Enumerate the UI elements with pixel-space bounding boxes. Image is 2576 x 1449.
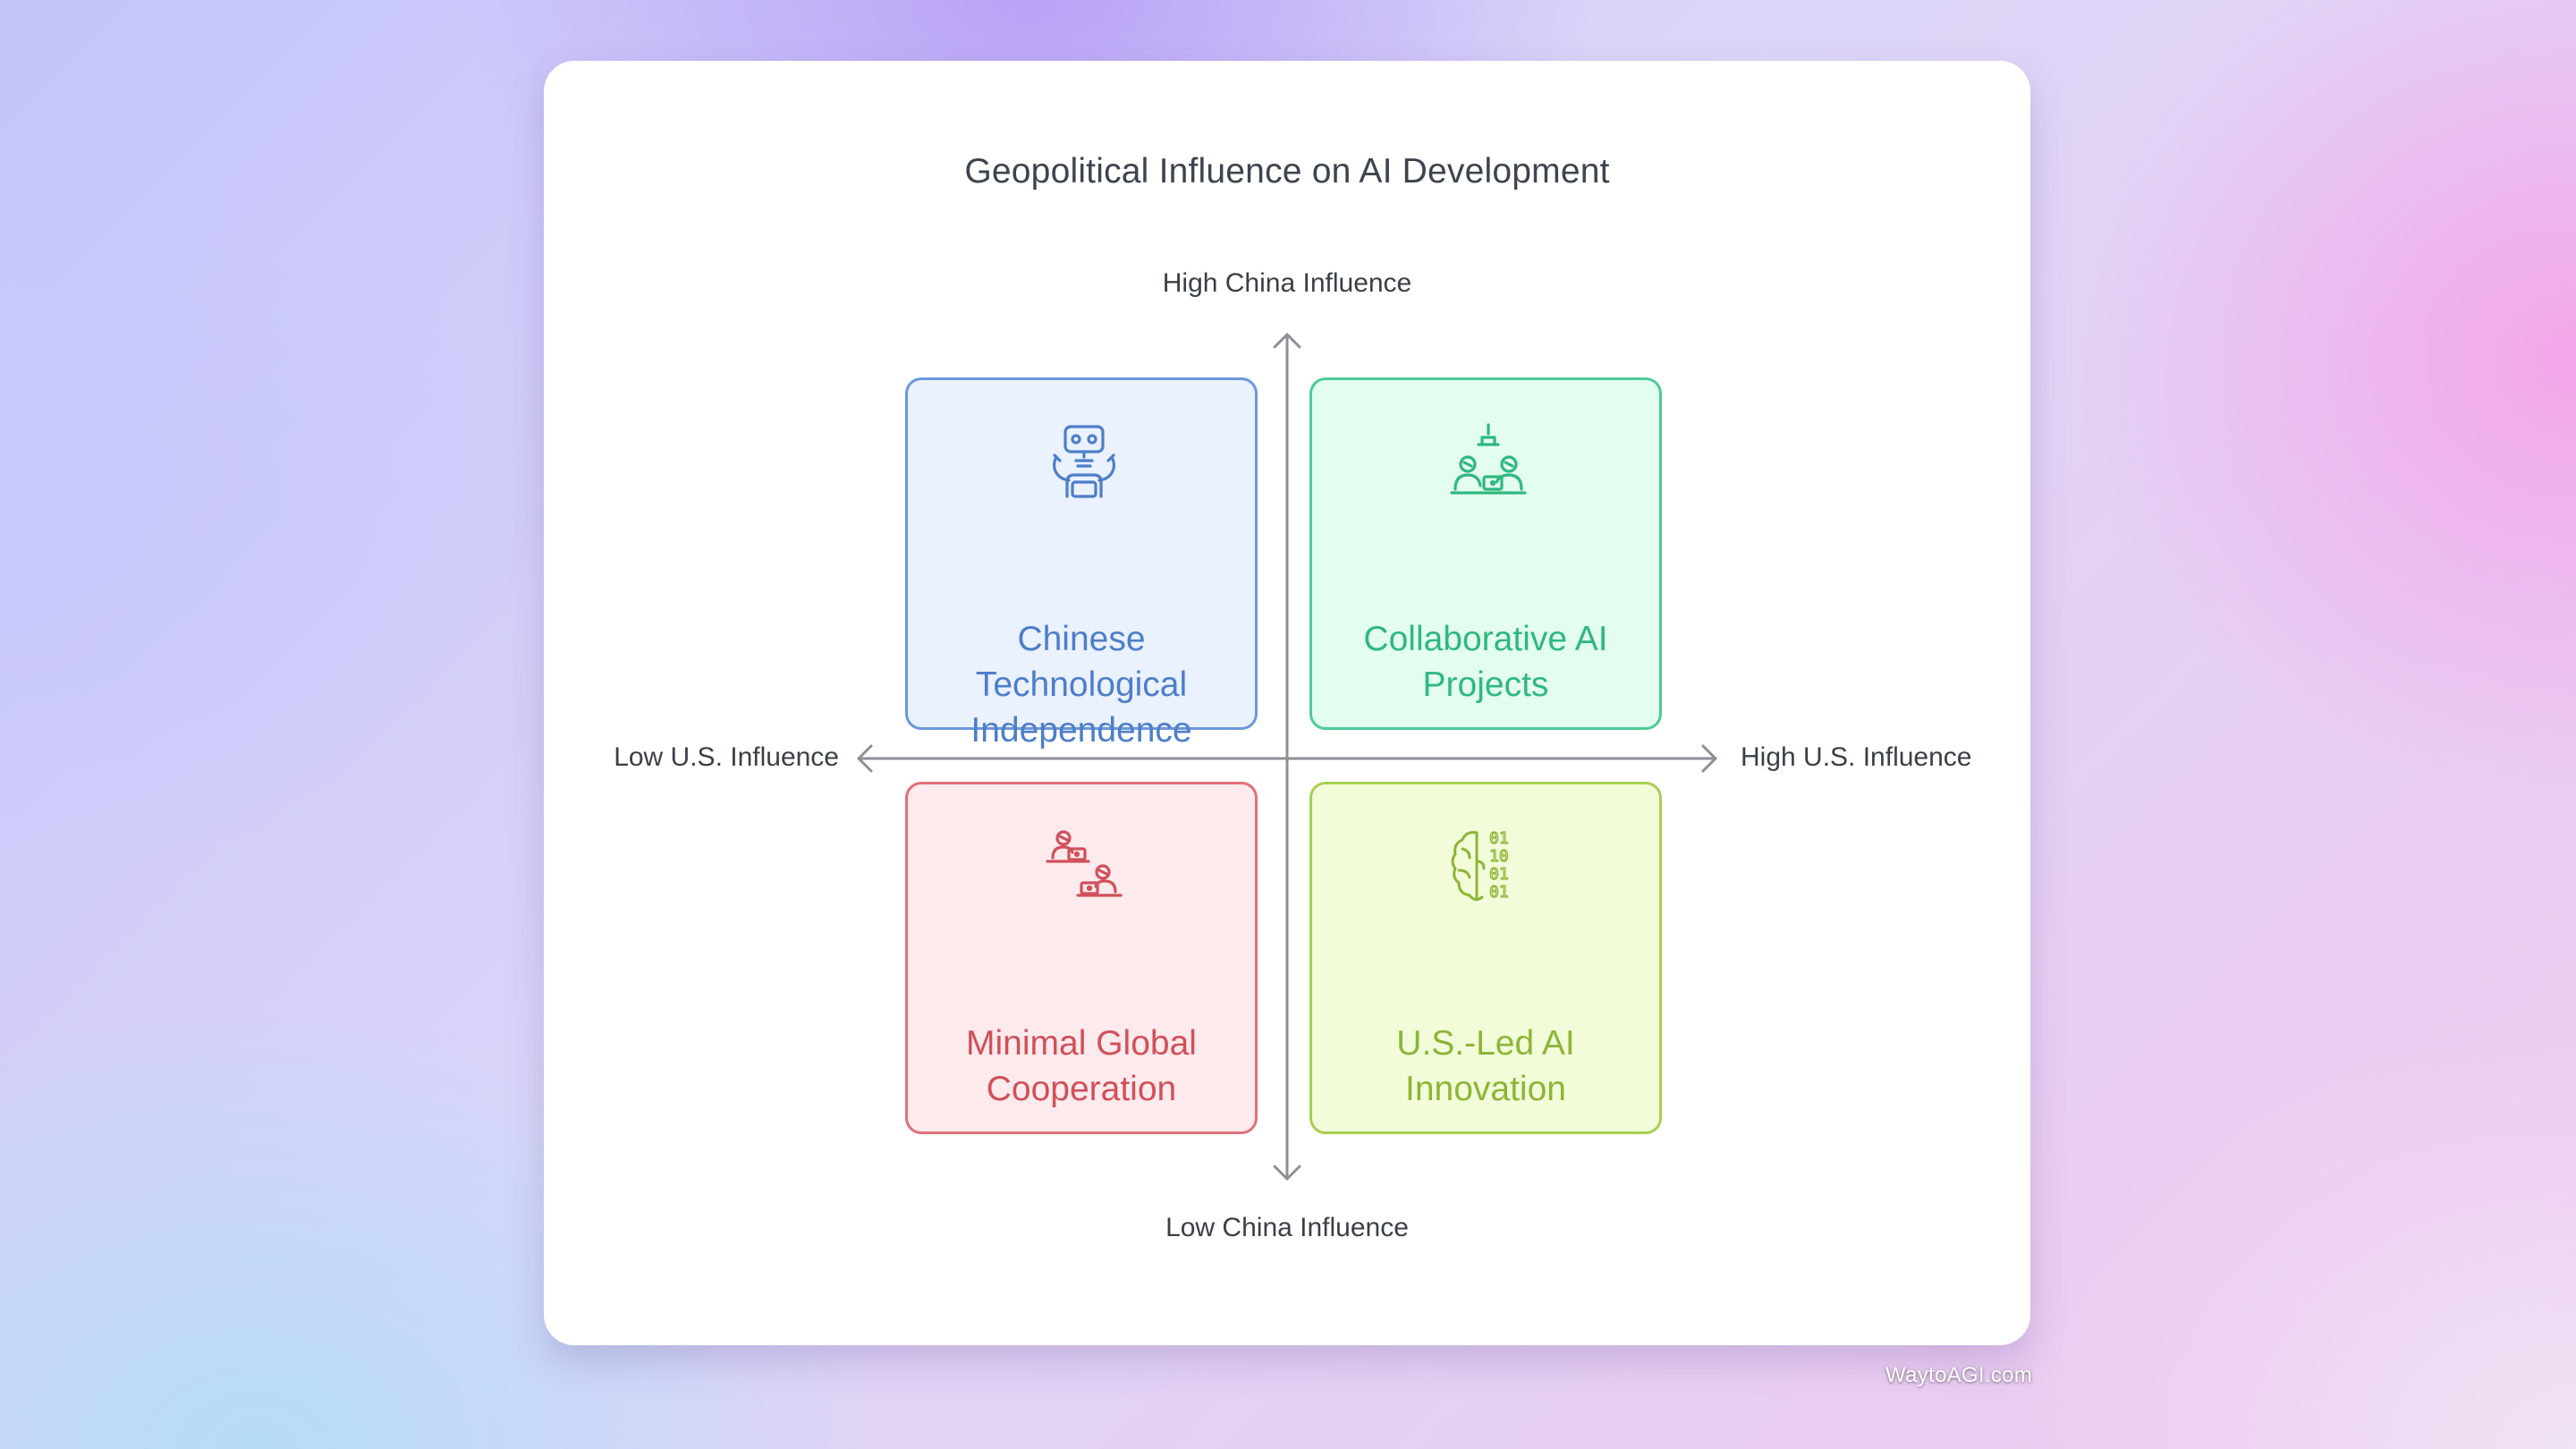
svg-text:10: 10: [1489, 847, 1509, 866]
quadrant-minimal-global-cooperation: Minimal Global Cooperation: [905, 782, 1258, 1134]
quadrant-label: U.S.-Led AI Innovation: [1396, 1024, 1575, 1108]
axis-label-low-china: Low China Influence: [1165, 1213, 1409, 1242]
quadrant-chinese-technological-independence: Chinese Technological Independence: [905, 377, 1258, 750]
svg-text:01: 01: [1489, 865, 1509, 884]
axis-label-low-us: Low U.S. Influence: [614, 742, 839, 772]
diagram-card: Geopolitical Influence on AI Development…: [544, 61, 2030, 1345]
axes: [857, 333, 1717, 1181]
quadrant-label: Minimal Global Cooperation: [966, 1024, 1197, 1108]
binary-brain-icon: 01 10 01 01: [1451, 828, 1509, 902]
quadrant-label: Collaborative AI Projects: [1363, 620, 1608, 704]
arrow-right-icon: [1701, 744, 1717, 773]
arrow-down-icon: [1273, 1165, 1301, 1181]
robot-icon: [1053, 425, 1115, 498]
svg-text:01: 01: [1489, 829, 1509, 848]
svg-text:01: 01: [1489, 883, 1509, 902]
watermark: WaytoAGI.com: [1885, 1363, 2033, 1387]
axis-label-high-us: High U.S. Influence: [1741, 742, 1972, 772]
arrow-up-icon: [1273, 333, 1301, 349]
diagram-title: Geopolitical Influence on AI Development: [964, 152, 1610, 191]
quadrant-label: Chinese Technological Independence: [970, 620, 1192, 750]
team-collaboration-icon: [1450, 423, 1527, 495]
isolated-workers-icon: [1046, 830, 1123, 897]
arrow-left-icon: [857, 744, 873, 773]
quadrant-us-led-ai-innovation: 01 10 01 01 U.S.-Led AI Innovation: [1309, 782, 1662, 1134]
quadrant-collaborative-ai-projects: Collaborative AI Projects: [1309, 377, 1662, 730]
axis-label-high-china: High China Influence: [1162, 268, 1412, 298]
